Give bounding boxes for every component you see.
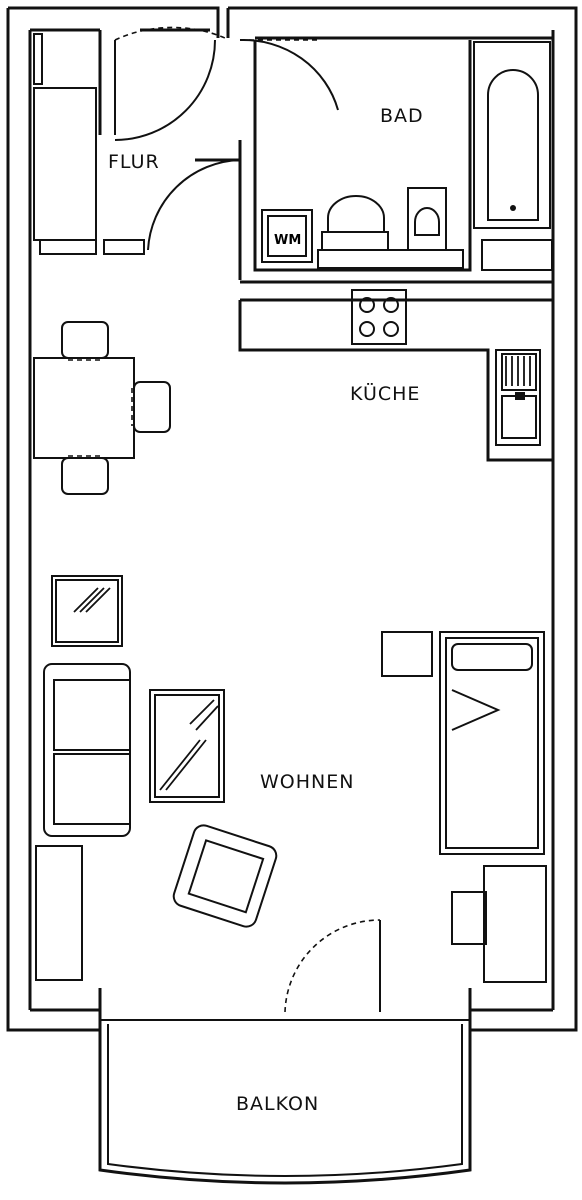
bed-pillow [451, 643, 533, 671]
bathtub-drain [510, 205, 516, 211]
dining-table [33, 357, 135, 459]
stove [351, 289, 407, 345]
wardrobe [33, 87, 97, 241]
interior-walls [98, 30, 553, 462]
room-label-bad: BAD [380, 105, 424, 127]
flur-area [33, 26, 339, 255]
side-table-hatch [73, 587, 111, 613]
stove-burner-1 [359, 297, 375, 313]
coffee-table [149, 689, 225, 803]
room-label-balkon: BALKON [236, 1093, 319, 1115]
room-label-wohnen: WOHNEN [260, 771, 354, 793]
sink-counter [321, 231, 389, 251]
side-table [51, 575, 123, 647]
bad-door-swing [239, 38, 339, 111]
bath-ledge [317, 249, 464, 269]
toilet-cistern-box [407, 187, 447, 251]
bed-blanket-fold [451, 689, 501, 731]
armchair [172, 824, 278, 928]
shoe-shelf [39, 239, 97, 255]
nightstand [381, 631, 433, 677]
entrance-door-swing [114, 39, 216, 141]
dining-chair-top [61, 321, 109, 359]
kueche-area [351, 289, 541, 446]
stove-burner-4 [383, 321, 399, 337]
sink-drainboard [501, 353, 537, 391]
entrance-door-swing-top [114, 26, 226, 41]
stove-burner-3 [359, 321, 375, 337]
coffee-table-hatch [159, 699, 219, 791]
coat-rack [33, 33, 43, 85]
washbasin [327, 195, 385, 232]
outer-walls [6, 6, 578, 1032]
wm-symbol: WM [274, 233, 301, 248]
wohnen-area [35, 575, 547, 1013]
room-label-flur: FLUR [108, 151, 160, 173]
stove-burner-2 [383, 297, 399, 313]
coffee-table-inner [154, 694, 220, 798]
low-cabinet [35, 845, 83, 981]
chair-tuck-lines [68, 359, 133, 457]
washing-machine [261, 209, 313, 263]
drainboard-ribs [505, 356, 531, 386]
toilet-bowl [414, 207, 440, 236]
bed-mattress [445, 637, 539, 849]
sofa-cushion-2 [53, 753, 131, 825]
dining-chair-bottom [61, 457, 109, 495]
bed [439, 631, 545, 855]
room-label-kueche: KÜCHE [350, 382, 420, 405]
bathtub-inner [487, 69, 539, 221]
bathroom-door-swing [147, 159, 241, 251]
shoe-shelf-2 [103, 239, 145, 255]
dining-chair-right [133, 381, 171, 433]
side-table-inner [55, 579, 119, 643]
faucet [515, 392, 525, 400]
desk [483, 865, 547, 983]
balkon-area [98, 1019, 472, 1185]
dining-set [33, 321, 171, 495]
balcony-door-swing [284, 919, 381, 1013]
bathtub [473, 41, 551, 229]
bathroom-shelf [481, 239, 553, 271]
kitchen-sink-unit [495, 349, 541, 446]
sink-basin [501, 395, 537, 439]
sofa-cushion-1 [53, 679, 131, 751]
bad-area: WM [261, 41, 553, 271]
washing-machine-inner [267, 215, 307, 257]
desk-chair [451, 891, 487, 945]
